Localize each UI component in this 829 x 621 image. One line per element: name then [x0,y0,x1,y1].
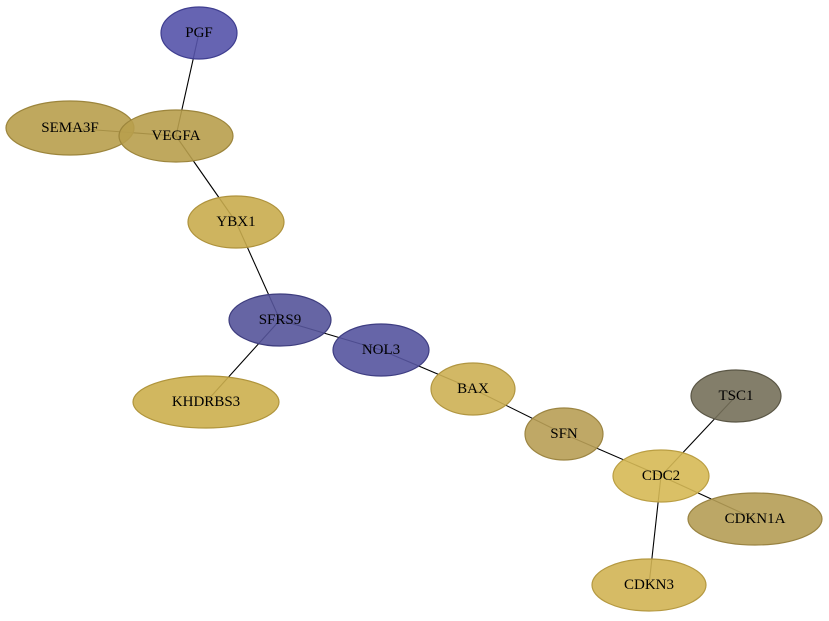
node-sema3f[interactable]: SEMA3F [5,100,135,156]
node-nol3[interactable]: NOL3 [332,323,430,377]
node-cdc2[interactable]: CDC2 [612,449,710,503]
node-ellipse[interactable] [687,492,823,546]
node-ellipse[interactable] [132,375,280,429]
node-ellipse[interactable] [118,109,234,163]
node-khdrbs3[interactable]: KHDRBS3 [132,375,280,429]
node-ellipse[interactable] [160,6,238,60]
node-ellipse[interactable] [228,293,332,347]
node-ellipse[interactable] [612,449,710,503]
node-sfrs9[interactable]: SFRS9 [228,293,332,347]
node-ybx1[interactable]: YBX1 [187,195,285,249]
node-cdkn1a[interactable]: CDKN1A [687,492,823,546]
node-ellipse[interactable] [430,362,516,416]
node-ellipse[interactable] [332,323,430,377]
node-cdkn3[interactable]: CDKN3 [591,558,707,612]
node-ellipse[interactable] [5,100,135,156]
node-ellipse[interactable] [690,369,782,423]
node-vegfa[interactable]: VEGFA [118,109,234,163]
node-ellipse[interactable] [187,195,285,249]
node-ellipse[interactable] [524,407,604,461]
node-ellipse[interactable] [591,558,707,612]
node-sfn[interactable]: SFN [524,407,604,461]
node-tsc1[interactable]: TSC1 [690,369,782,423]
node-pgf[interactable]: PGF [160,6,238,60]
node-bax[interactable]: BAX [430,362,516,416]
